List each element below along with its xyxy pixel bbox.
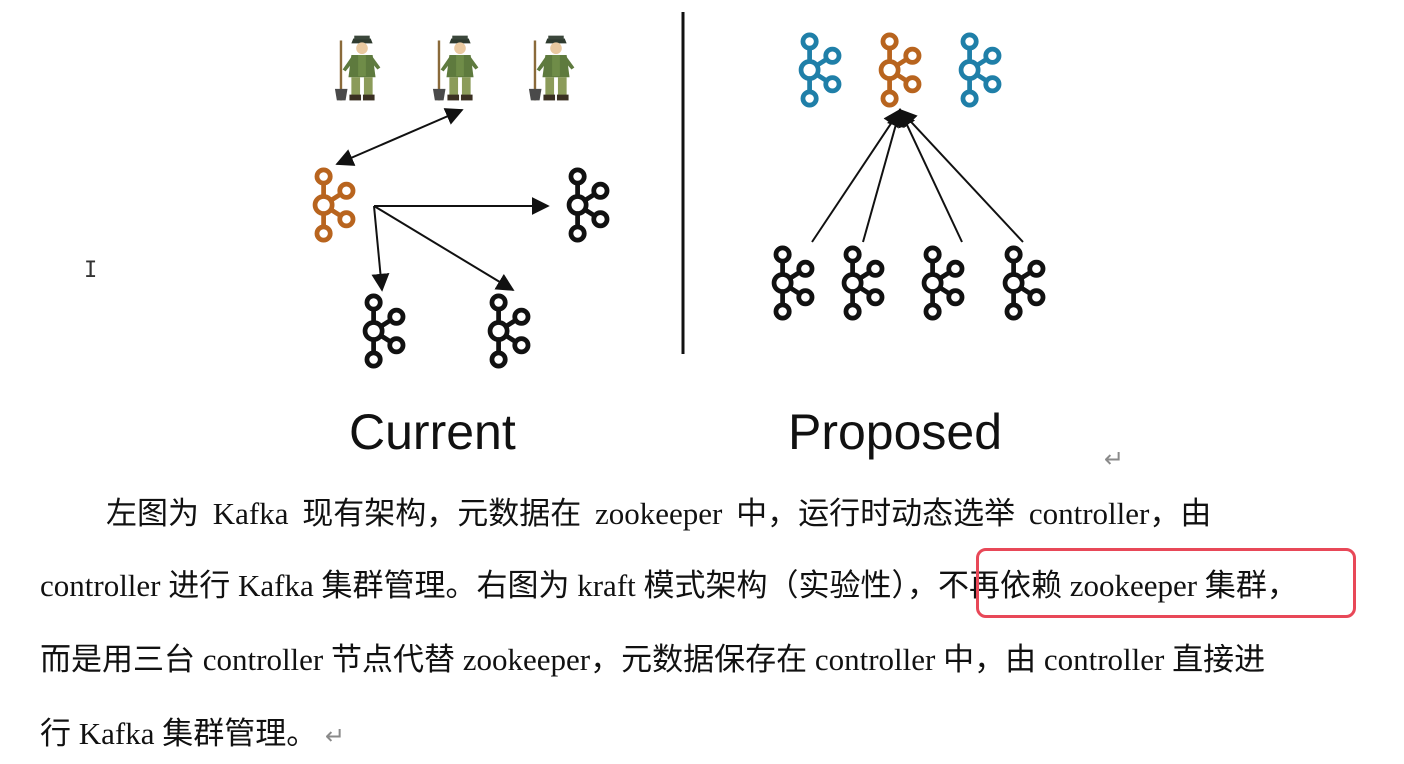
current-caption: Current (349, 404, 516, 460)
kafka-controller-icon (315, 170, 353, 240)
kafka-broker-icon (844, 248, 882, 318)
paragraph-line: controller 进行 Kafka 集群管理。右图为 kraft 模式架构（… (40, 570, 1298, 601)
kafka-architecture-diagram: Current Proposed ↵ (0, 12, 1124, 473)
paragraph-text: controller 进行 Kafka 集群管理。右图为 kraft 模式架构（… (40, 568, 938, 603)
zookeeper-link-arrow (335, 108, 464, 166)
paragraph-mark-icon: ↵ (324, 722, 346, 750)
kafka-broker-icon (490, 296, 528, 366)
kafka-broker-icon (365, 296, 403, 366)
paragraph-line: 而是用三台 controller 节点代替 zookeeper，元数据保存在 c… (40, 642, 1266, 677)
kafka-broker-icon (1005, 248, 1043, 318)
zookeeper-keeper-icon (528, 35, 575, 101)
paragraph-mark-icon: ↵ (1104, 445, 1124, 473)
controller-to-broker-arrow (371, 205, 390, 292)
proposed-caption: Proposed (788, 404, 1002, 460)
paragraph-line: 行 Kafka 集群管理。 ↵ (40, 718, 345, 749)
kafka-broker-icon (924, 248, 962, 318)
broker-to-controller-arrow (898, 108, 963, 243)
text-cursor-icon: I (84, 258, 98, 283)
broker-to-controller-arrow (862, 108, 905, 243)
highlight-box (976, 548, 1356, 618)
kafka-broker-icon (774, 248, 812, 318)
kafka-standby-controller-icon (801, 35, 839, 105)
paragraph-text: 行 Kafka 集群管理。 (40, 716, 318, 751)
broker-to-controller-arrow (898, 108, 1024, 243)
highlighted-text: 不再依赖 zookeeper 集群， (938, 568, 1298, 603)
paragraph-line: 左图为 Kafka 现有架构，元数据在 zookeeper 中，运行时动态选举 … (106, 496, 1212, 531)
kafka-active-controller-icon (881, 35, 919, 105)
broker-to-controller-arrow (811, 108, 901, 243)
zookeeper-keeper-icon (334, 35, 381, 101)
kafka-broker-icon (569, 170, 607, 240)
zookeeper-keeper-icon (432, 35, 479, 101)
kafka-standby-controller-icon (961, 35, 999, 105)
controller-to-broker-arrow (373, 205, 515, 291)
